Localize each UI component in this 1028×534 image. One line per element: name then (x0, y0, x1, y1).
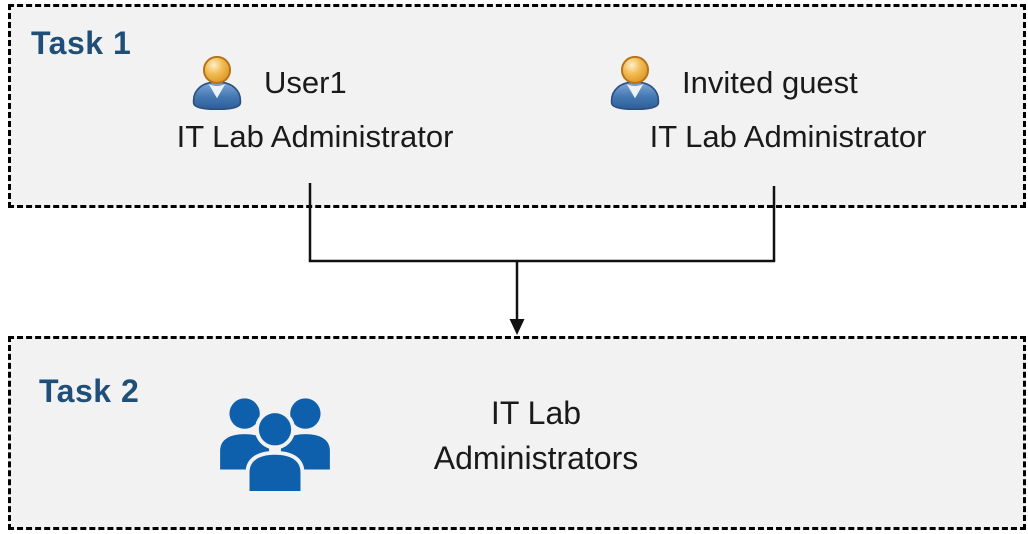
invited-guest-group: Invited guest IT Lab Administrator (603, 55, 973, 157)
invited-guest-name: Invited guest (682, 65, 858, 100)
invited-guest-row: Invited guest (606, 55, 973, 111)
invited-guest-role: IT Lab Administrator (649, 119, 927, 154)
group-name-line2: Administrators (433, 440, 639, 476)
arrow-down-icon (509, 319, 525, 335)
user1-role: IT Lab Administrator (176, 119, 454, 154)
group-name-line1: IT Lab (490, 395, 582, 431)
task1-box: Task 1 User1 IT Lab Administrator Invite… (8, 4, 1026, 208)
task2-box: Task 2 IT Lab Administrators (8, 336, 1026, 530)
user1-row: User1 (188, 55, 487, 111)
people-group-icon (216, 393, 334, 491)
task1-label: Task 1 (31, 25, 132, 61)
user1-group: User1 IT Lab Administrator (143, 55, 487, 157)
person-icon (606, 56, 664, 110)
user1-name: User1 (264, 65, 347, 100)
person-icon (188, 56, 246, 110)
task2-label: Task 2 (39, 373, 140, 409)
group-name: IT Lab Administrators (378, 391, 694, 481)
